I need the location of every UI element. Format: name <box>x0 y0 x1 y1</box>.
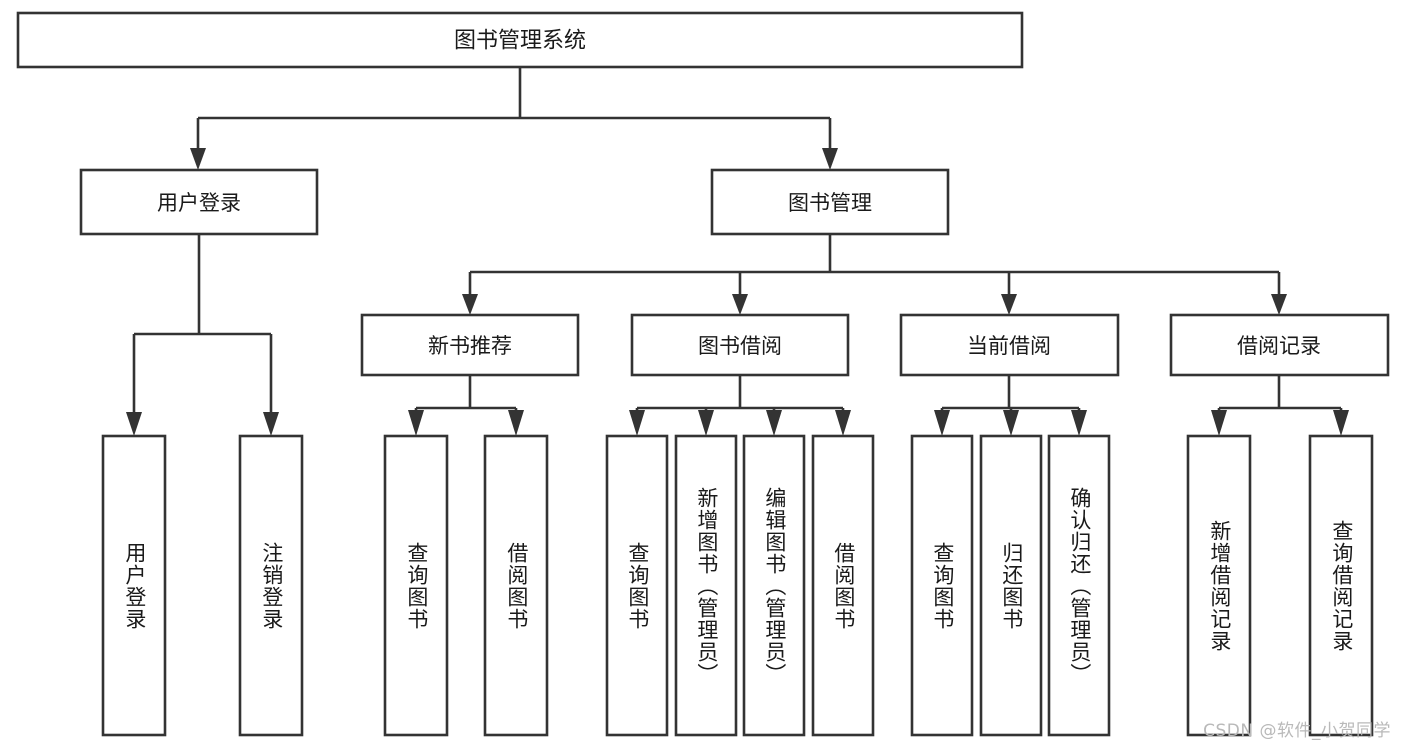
leaf-box-query-book-current[interactable] <box>910 434 974 737</box>
leaf-box-query-borrow-record[interactable] <box>1308 434 1374 737</box>
node-current-borrow-label: 当前借阅 <box>967 334 1051 358</box>
arrow-head-borrow-l4 <box>835 410 851 436</box>
arrow-head-login-l1 <box>126 412 142 436</box>
node-user-login-box[interactable] <box>79 168 319 236</box>
arrow-head-current-l1 <box>934 410 950 436</box>
node-borrow-record-box[interactable] <box>1169 313 1390 377</box>
arrow-head-to-login <box>190 148 206 170</box>
arrow-head-current-l2 <box>1003 410 1019 436</box>
arrow-head-bm-c3 <box>1001 294 1017 315</box>
node-new-book-recommend-label: 新书推荐 <box>428 334 512 358</box>
leaf-box-user-login[interactable] <box>101 434 167 737</box>
node-current-borrow-box[interactable] <box>899 313 1120 377</box>
node-root-box[interactable] <box>16 11 1024 69</box>
node-book-management-label: 图书管理 <box>788 191 872 215</box>
arrow-head-newbook-l2 <box>508 410 524 436</box>
node-borrow-record-label: 借阅记录 <box>1237 334 1321 358</box>
leaf-box-return-book[interactable] <box>979 434 1043 737</box>
leaf-box-logout-login[interactable] <box>238 434 304 737</box>
leaf-box-query-book-borrow[interactable] <box>605 434 669 737</box>
edges-layer <box>126 67 1349 436</box>
leaf-box-add-borrow-record[interactable] <box>1186 434 1252 737</box>
arrow-head-current-l3 <box>1071 410 1087 436</box>
arrow-head-borrow-l2 <box>698 410 714 436</box>
arrow-head-borrow-l1 <box>629 410 645 436</box>
node-new-book-recommend-box[interactable] <box>360 313 580 377</box>
leaf-box-confirm-return-admin[interactable] <box>1047 434 1111 737</box>
arrow-head-borrow-l3 <box>766 410 782 436</box>
node-book-borrow-label: 图书借阅 <box>698 334 782 358</box>
node-user-login-label: 用户登录 <box>157 191 241 215</box>
node-book-borrow-box[interactable] <box>630 313 850 377</box>
arrow-head-record-l1 <box>1211 410 1227 436</box>
arrow-head-newbook-l1 <box>408 410 424 436</box>
arrow-head-bm-c4 <box>1271 294 1287 315</box>
arrow-head-bm-c1 <box>462 294 478 315</box>
arrow-head-record-l2 <box>1333 410 1349 436</box>
csdn-watermark: CSDN @软件_小贺同学 <box>1203 721 1391 741</box>
node-root-label: 图书管理系统 <box>454 29 586 54</box>
leaf-box-query-book-new[interactable] <box>383 434 449 737</box>
nodes-layer: 图书管理系统 用户登录 图书管理 新书推荐 图书借阅 当前借阅 借阅记录 <box>16 11 1390 737</box>
arrow-head-login-l2 <box>263 412 279 436</box>
node-book-management-box[interactable] <box>710 168 950 236</box>
arrow-head-to-bookmgmt <box>822 148 838 170</box>
arrow-head-bm-c2 <box>732 294 748 315</box>
leaf-box-edit-book-admin[interactable] <box>742 434 806 737</box>
leaf-box-add-book-admin[interactable] <box>674 434 738 737</box>
leaf-box-borrow-book[interactable] <box>811 434 875 737</box>
leaf-box-borrow-book-new[interactable] <box>483 434 549 737</box>
